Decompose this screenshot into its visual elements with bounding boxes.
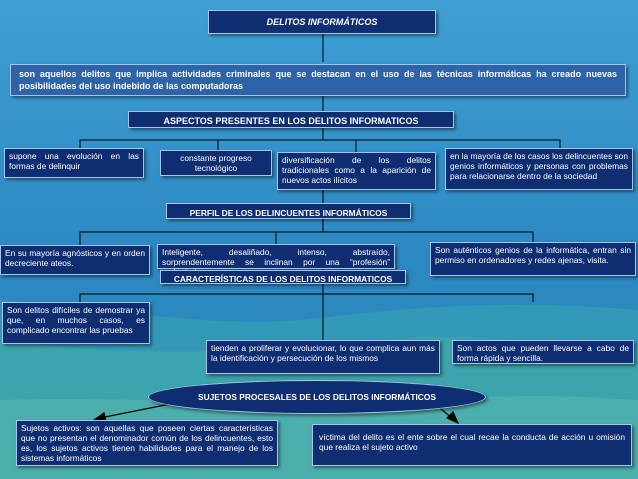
characteristic-item-2: tienden a proliferar y evolucionar, lo q… [206, 340, 440, 374]
aspect-item-3: diversificación de los delitos tradicion… [277, 152, 436, 190]
subjects-header: SUJETOS PROCESALES DE LOS DELITOS INFORM… [148, 380, 486, 414]
profile-item-2: Inteligente, desaliñado, intenso, abstra… [157, 244, 395, 277]
subject-item-1: Sujetos activos: son aquellas que poseen… [16, 420, 278, 466]
definition-box: son aquellos delitos que implica activid… [10, 64, 626, 96]
profile-header: PERFIL DE LOS DELINCUENTES INFORMÁTICOS [166, 203, 411, 219]
aspect-item-1: supone una evolución en las formas de de… [4, 148, 144, 178]
characteristic-item-3: Son actos que pueden llevarse a cabo de … [452, 340, 634, 364]
profile-item-1: En su mayoría agnósticos y en orden decr… [0, 245, 150, 275]
aspect-item-2: constante progreso tecnológico [160, 150, 272, 176]
characteristic-item-1: Son delitos difíciles de demostrar ya qu… [2, 302, 150, 344]
characteristics-header: CARACTERÍSTICAS DE LOS DELITOS INFORMATI… [160, 270, 406, 284]
aspect-item-4: en la mayoría de los casos los delincuen… [445, 148, 633, 190]
aspects-header: ASPECTOS PRESENTES EN LOS DELITOS INFORM… [128, 111, 454, 128]
subject-item-2: víctima del delito es el ente sobre el c… [312, 424, 632, 466]
profile-item-3: Son auténticos genios de la informática,… [430, 242, 636, 276]
diagram-title: DELITOS INFORMÁTICOS [208, 10, 436, 34]
